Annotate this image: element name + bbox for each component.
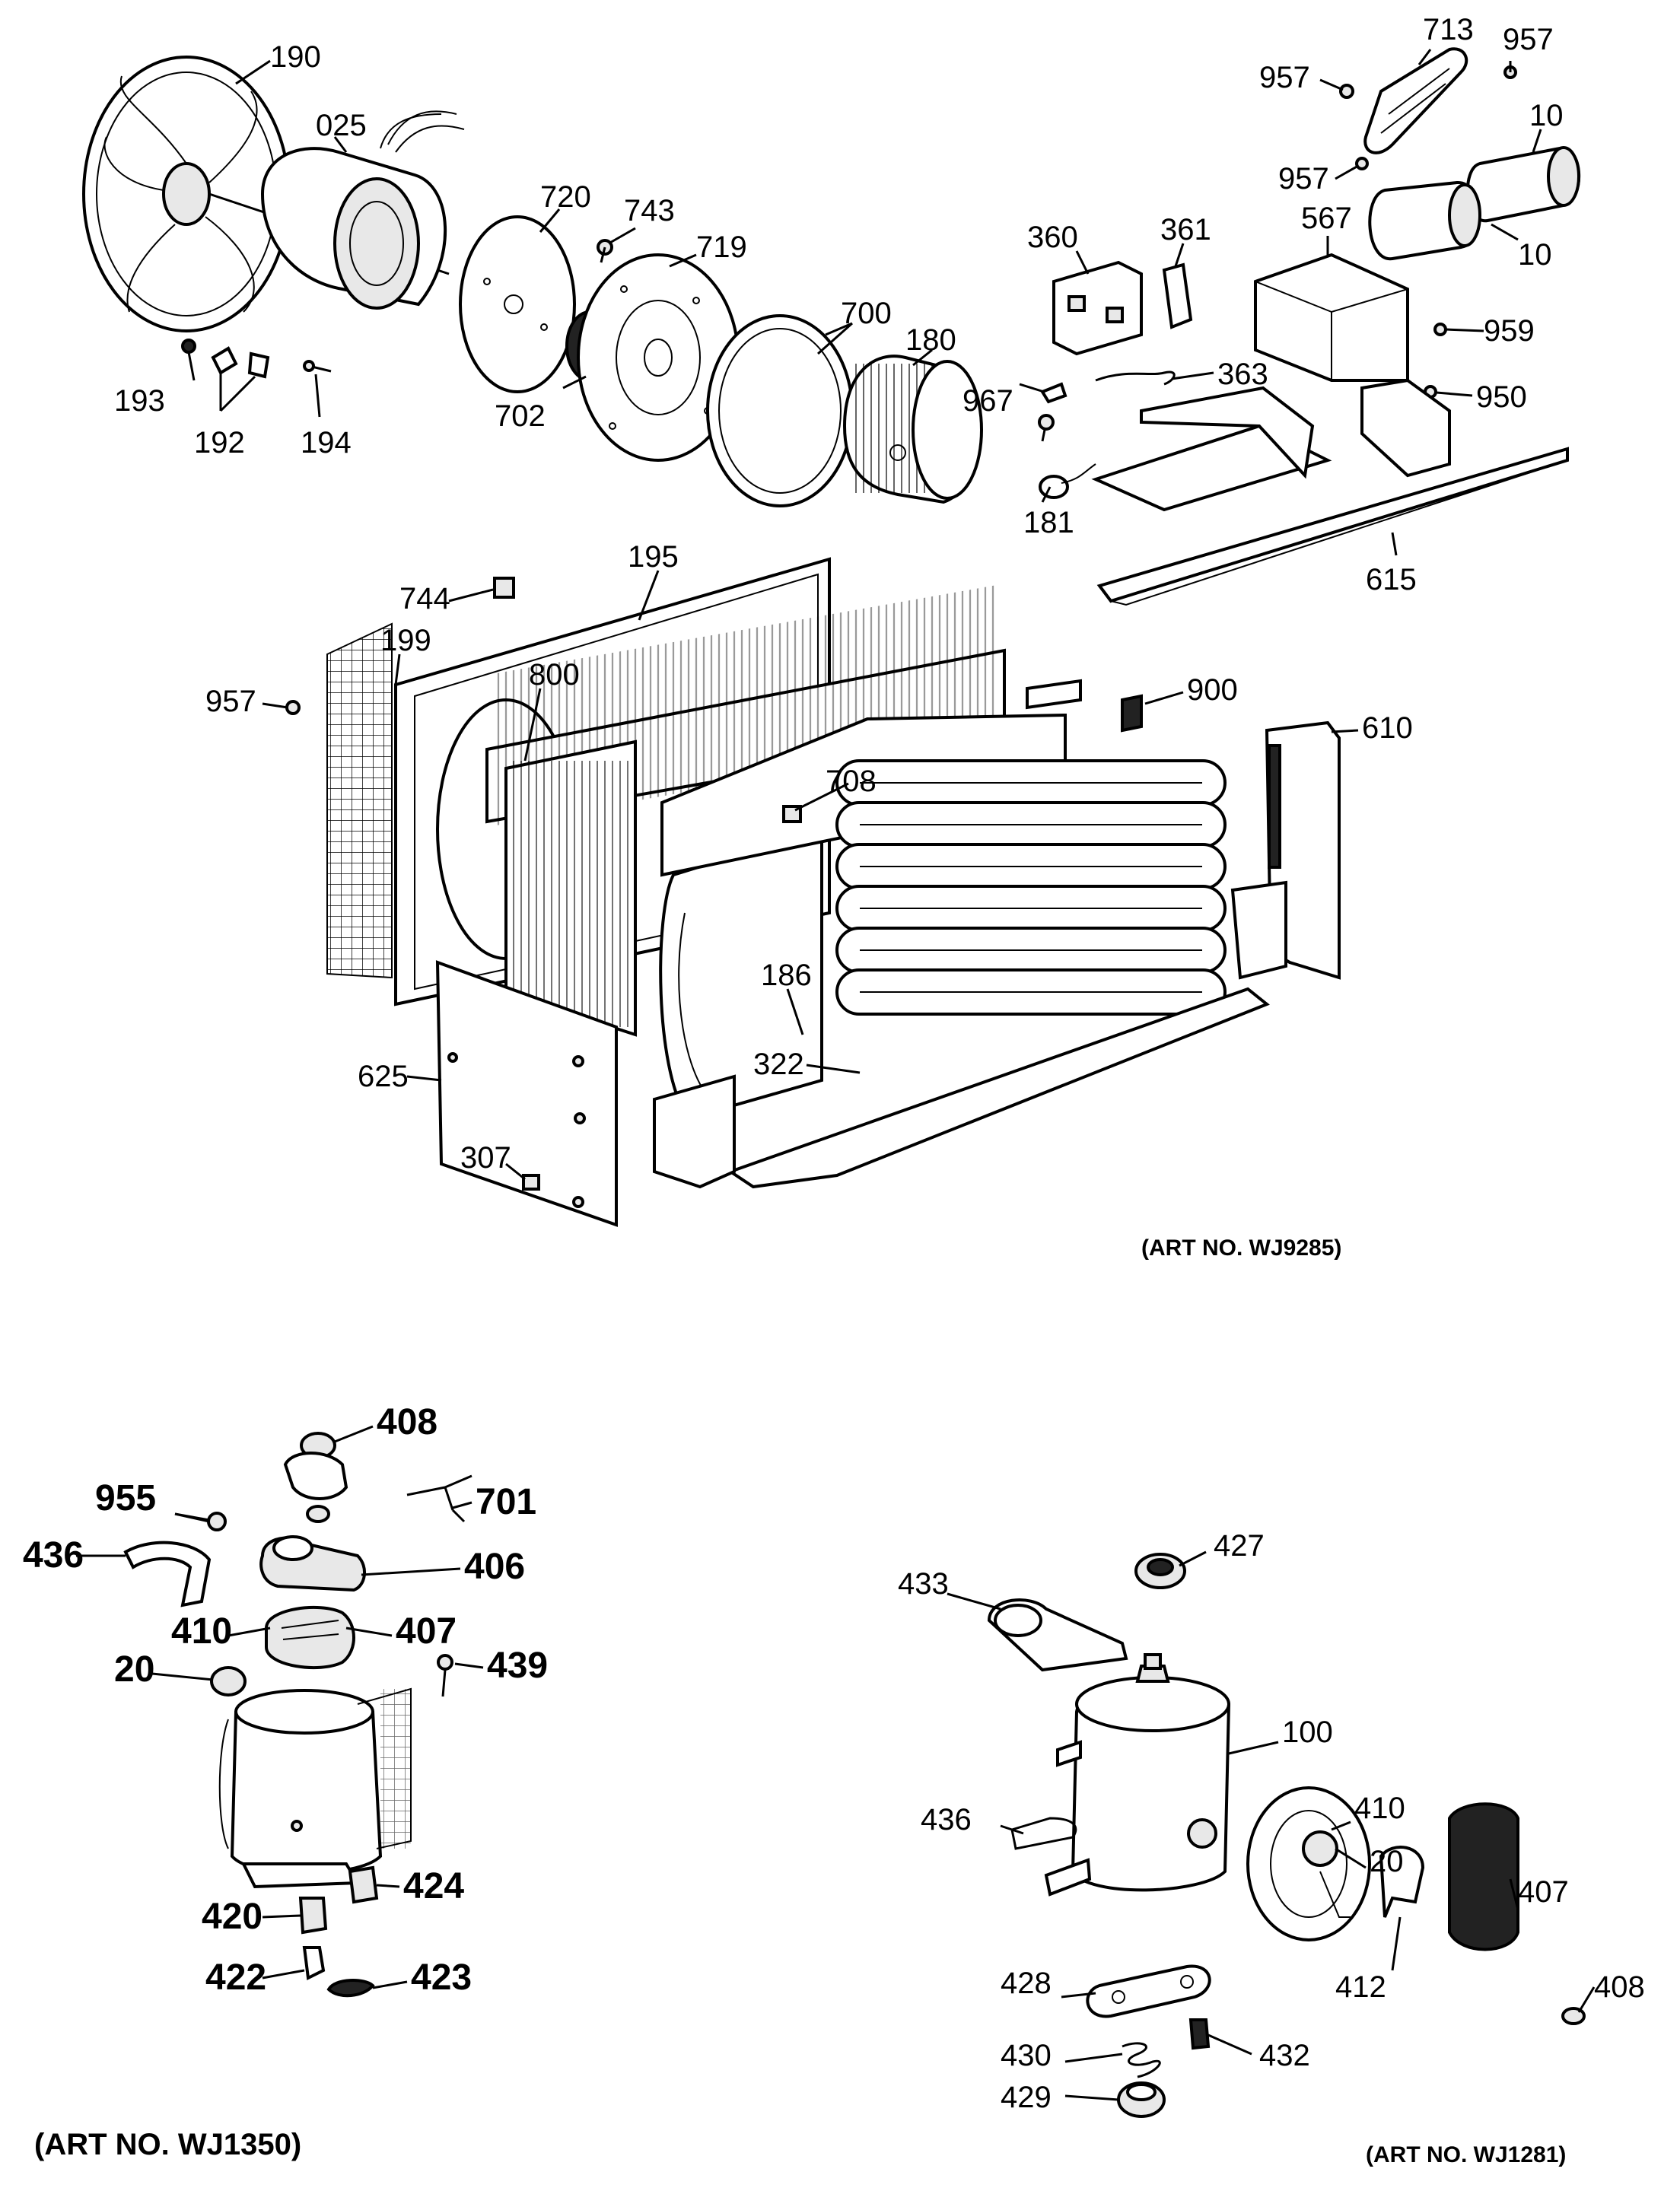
callout-615: 615 — [1366, 563, 1417, 596]
capacitors-drawing — [1368, 146, 1580, 261]
callout-719: 719 — [696, 231, 747, 264]
callout-959: 959 — [1484, 314, 1535, 348]
callout-720: 720 — [540, 180, 591, 214]
callouts-wj1281: 427 433 100 436 410 20 407 408 428 412 4… — [898, 1529, 1645, 2114]
callout-957-b: 957 — [1259, 61, 1310, 94]
callout-20-b: 20 — [1370, 1845, 1404, 1878]
callout-967: 967 — [963, 384, 1013, 418]
callout-625: 625 — [358, 1060, 409, 1093]
callout-439: 439 — [487, 1646, 548, 1686]
callout-307: 307 — [460, 1141, 511, 1175]
base-pan-drawing — [1091, 378, 1569, 606]
callout-900: 900 — [1187, 673, 1238, 707]
callout-708: 708 — [826, 765, 877, 798]
callout-432: 432 — [1259, 2039, 1310, 2072]
callout-363: 363 — [1217, 358, 1268, 391]
callout-567: 567 — [1301, 202, 1352, 235]
callout-322: 322 — [753, 1048, 804, 1081]
callout-10-b: 10 — [1518, 238, 1552, 272]
figure-wj1350: 408 955 701 436 406 410 407 20 439 424 4… — [23, 1402, 548, 2161]
callout-407: 407 — [396, 1611, 457, 1652]
art-label-wj1350: (ART NO. WJ1350) — [34, 2128, 301, 2161]
callout-610: 610 — [1362, 711, 1413, 745]
callout-186: 186 — [761, 959, 812, 992]
callout-800: 800 — [529, 658, 580, 692]
art-label-wj1281: (ART NO. WJ1281) — [1366, 2142, 1566, 2167]
blower-wheel-drawing — [842, 355, 983, 504]
callout-100: 100 — [1282, 1716, 1333, 1749]
callout-423: 423 — [411, 1957, 472, 1998]
callout-408: 408 — [377, 1402, 438, 1442]
callout-428: 428 — [1001, 1967, 1052, 2000]
callout-701: 701 — [476, 1482, 536, 1522]
callout-436-b: 436 — [921, 1803, 972, 1836]
small-hardware-drawing — [181, 339, 332, 379]
callout-406: 406 — [464, 1547, 525, 1587]
capacitor-bracket-drawing — [1339, 47, 1517, 170]
callout-744: 744 — [399, 582, 450, 615]
callout-436: 436 — [23, 1535, 84, 1576]
art-label-wj9285: (ART NO. WJ9285) — [1141, 1235, 1341, 1261]
screw-743-drawing — [597, 239, 613, 263]
ring-700-drawing — [706, 314, 854, 507]
callout-408-b: 408 — [1594, 1970, 1645, 2004]
callout-430: 430 — [1001, 2039, 1052, 2072]
callout-950: 950 — [1476, 380, 1527, 414]
callout-424: 424 — [403, 1866, 464, 1906]
callout-422: 422 — [205, 1957, 266, 1998]
callout-025: 025 — [316, 109, 367, 142]
callout-412: 412 — [1335, 1970, 1386, 2004]
box-567-drawing — [1254, 253, 1447, 399]
callout-180: 180 — [905, 323, 956, 357]
callouts-wj1350: 408 955 701 436 406 410 407 20 439 424 4… — [23, 1402, 548, 1998]
figure-wj1281: 427 433 100 436 410 20 407 408 428 412 4… — [898, 1529, 1645, 2167]
callout-360: 360 — [1027, 221, 1078, 254]
chassis-drawing — [285, 557, 1341, 1227]
callout-195: 195 — [628, 540, 679, 574]
callout-192: 192 — [194, 426, 245, 460]
motor-drawing — [260, 110, 465, 310]
callout-190: 190 — [270, 40, 321, 74]
callout-20: 20 — [114, 1649, 154, 1690]
callout-713: 713 — [1423, 13, 1474, 46]
callout-429: 429 — [1001, 2081, 1052, 2114]
callout-181: 181 — [1023, 506, 1074, 539]
figure-wj9285: 190 025 720 743 719 700 180 193 192 194 … — [82, 13, 1580, 1261]
callout-957-a: 957 — [1503, 23, 1554, 56]
callouts-top: 190 025 720 743 719 700 180 193 192 194 … — [114, 13, 1564, 1175]
callout-957-d: 957 — [205, 685, 256, 718]
callout-193: 193 — [114, 384, 165, 418]
callout-361: 361 — [1160, 213, 1211, 246]
callout-957-c: 957 — [1278, 162, 1329, 196]
callout-407-b: 407 — [1518, 1875, 1569, 1909]
callout-955: 955 — [95, 1478, 156, 1518]
callout-10-a: 10 — [1529, 99, 1564, 132]
callout-433: 433 — [898, 1567, 949, 1601]
callout-199: 199 — [380, 624, 431, 657]
callout-743: 743 — [624, 194, 675, 227]
switch-drawing — [1052, 260, 1193, 356]
callout-410: 410 — [171, 1611, 232, 1652]
callout-427: 427 — [1214, 1529, 1265, 1563]
callout-700: 700 — [841, 297, 892, 330]
condenser-coil-drawing — [835, 759, 1227, 1016]
orifice-plate-drawing — [565, 253, 740, 462]
callout-420: 420 — [202, 1897, 262, 1937]
callout-194: 194 — [301, 426, 352, 460]
motor-plate-drawing — [459, 215, 576, 393]
callout-702: 702 — [495, 399, 546, 433]
callout-410-b: 410 — [1354, 1792, 1405, 1825]
leader-lines-top — [187, 49, 1542, 1181]
